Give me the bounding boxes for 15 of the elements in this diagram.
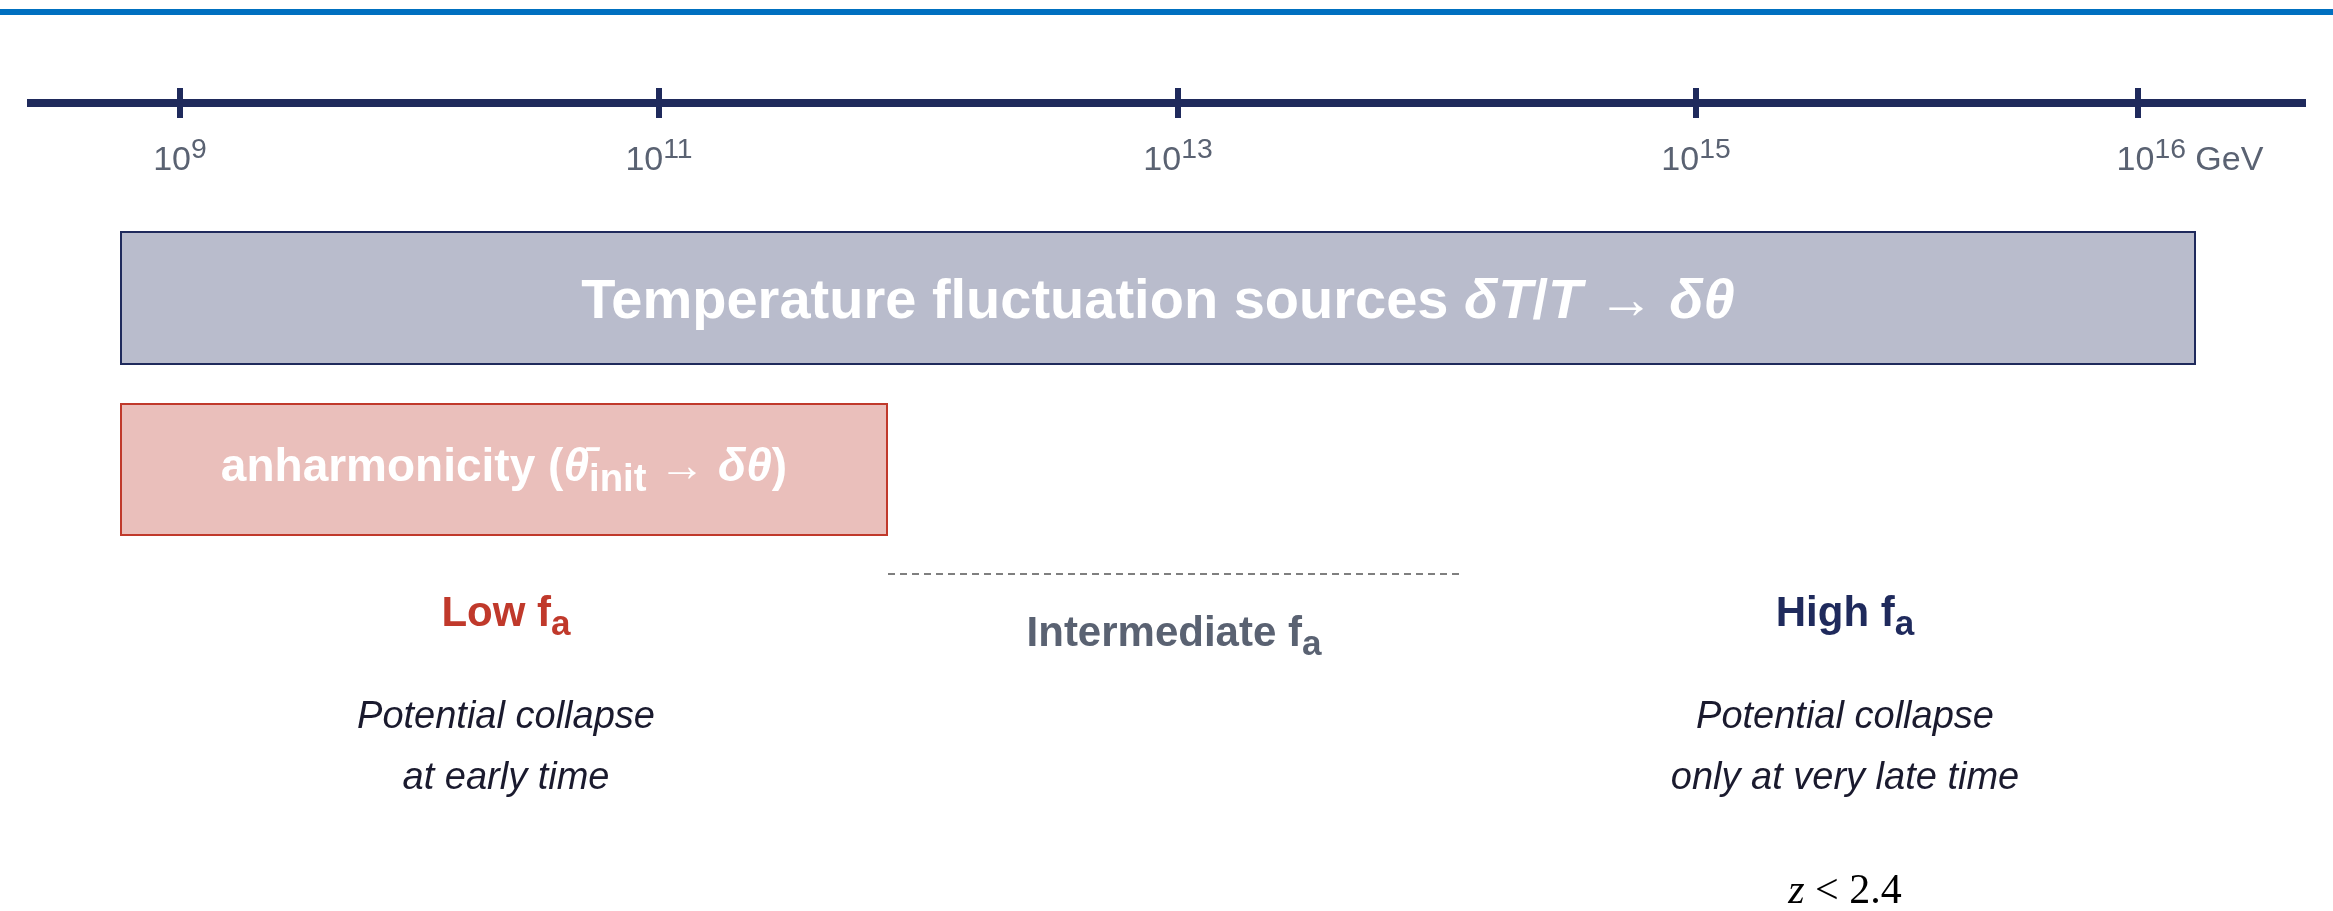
region-description: Potential collapse only at very late time: [1669, 693, 2021, 799]
region-heading: High f$_{a}$: [1774, 588, 1916, 644]
region-description: Potential collapse at early time: [356, 693, 656, 799]
region-heading: Intermediate f$_{a}$: [1025, 608, 1323, 664]
range-bar: [120, 231, 2196, 365]
constraint-formula: z < 2.4: [1787, 865, 1903, 911]
bar-label: anharmonicity (θ̄$_{init}$ → δθ): [220, 438, 788, 501]
bar-label: Temperature fluctuation sources δT/T → δθ: [581, 265, 1735, 331]
tick-label: 10$^{9}$: [152, 132, 208, 179]
tick-label: 10$^{11}$: [624, 132, 694, 179]
tick-label: 10$^{15}$: [1660, 132, 1732, 179]
range-bar: [120, 403, 888, 536]
region-heading: Low f$_{a}$: [440, 588, 572, 644]
tick-label: 10$^{13}$: [1142, 132, 1214, 179]
tick-label: 10$^{16}$ GeV: [2115, 132, 2265, 179]
